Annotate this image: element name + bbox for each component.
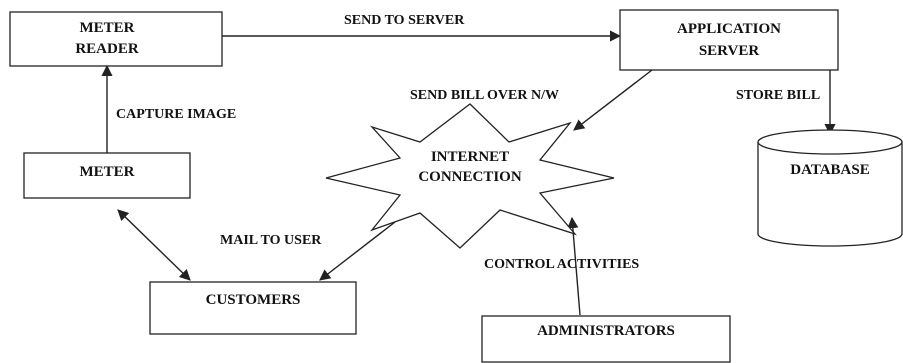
administrators-node: ADMINISTRATORS <box>481 315 731 363</box>
edge-control-activities <box>567 216 581 316</box>
mail-to-user-label: MAIL TO USER <box>220 233 322 248</box>
internet-connection-label-line2: CONNECTION <box>418 169 522 185</box>
edge-send-bill <box>573 69 653 131</box>
application-server-node: APPLICATION SERVER <box>619 9 839 71</box>
edge-meter-customers <box>117 209 191 281</box>
application-server-label-line2: SERVER <box>699 43 759 59</box>
meter-node: METER <box>23 152 191 199</box>
customers-label: CUSTOMERS <box>206 292 301 308</box>
meter-label: METER <box>79 164 134 180</box>
meter-reader-label-line2: READER <box>75 41 139 57</box>
application-server-label-line1: APPLICATION <box>677 21 781 37</box>
send-to-server-label: SEND TO SERVER <box>344 13 465 28</box>
send-bill-label: SEND BILL OVER N/W <box>410 88 559 103</box>
store-bill-label: STORE BILL <box>736 88 820 103</box>
internet-connection-node: INTERNET CONNECTION <box>325 103 615 249</box>
capture-image-label: CAPTURE IMAGE <box>116 107 236 122</box>
control-activities-label: CONTROL ACTIVITIES <box>484 257 639 272</box>
customers-node: CUSTOMERS <box>149 281 357 335</box>
internet-connection-label-line1: INTERNET <box>431 149 509 165</box>
meter-reader-node: METER READER <box>9 11 223 67</box>
administrators-label: ADMINISTRATORS <box>537 323 675 339</box>
edge-mail-to-user <box>319 221 396 281</box>
database-node: DATABASE <box>757 129 903 247</box>
meter-reader-label-line1: METER <box>79 20 134 36</box>
database-label: DATABASE <box>790 162 869 178</box>
